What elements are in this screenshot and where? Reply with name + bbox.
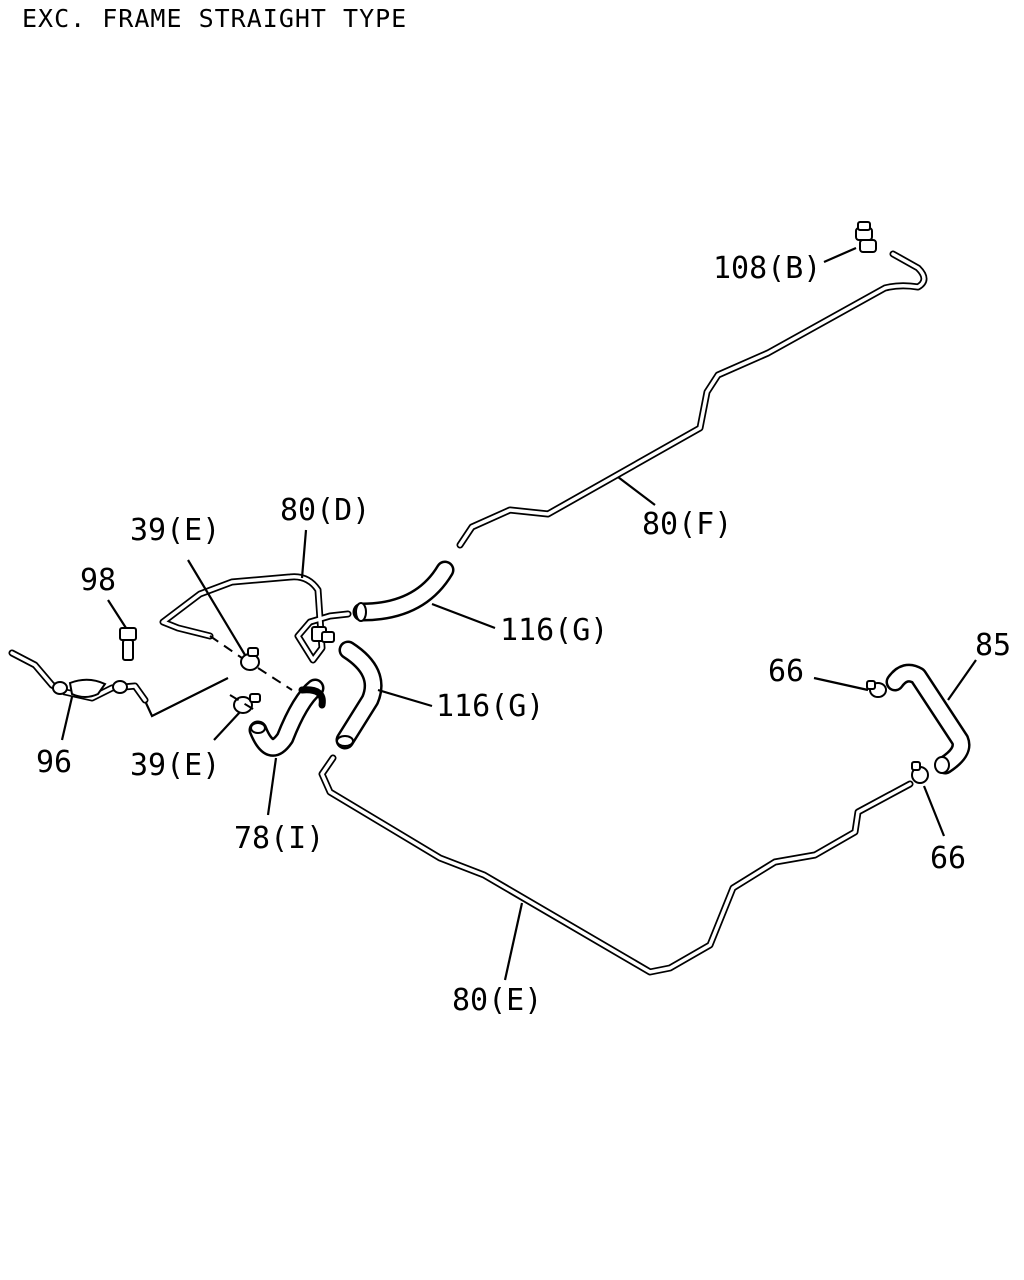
callout-80e: 80(E) bbox=[452, 983, 542, 1018]
callout-80f: 80(F) bbox=[642, 507, 732, 542]
callout-98: 98 bbox=[80, 563, 116, 598]
bolt-98[interactable] bbox=[119, 627, 137, 661]
callout-66-left: 66 bbox=[768, 654, 804, 689]
callout-39e-bottom: 39(E) bbox=[130, 748, 220, 783]
pipe-80f[interactable] bbox=[456, 250, 928, 549]
pipe-96[interactable] bbox=[8, 649, 149, 704]
pipe-80e[interactable] bbox=[318, 754, 914, 976]
callout-108b: 108(B) bbox=[713, 251, 821, 286]
leader-lines bbox=[60, 246, 977, 981]
callout-85: 85 bbox=[975, 628, 1011, 663]
callout-80d: 80(D) bbox=[280, 493, 370, 528]
callout-96: 96 bbox=[36, 745, 72, 780]
callout-39e-top: 39(E) bbox=[130, 513, 220, 548]
clip-108b[interactable] bbox=[855, 221, 877, 253]
hose-85[interactable] bbox=[885, 663, 971, 775]
assembly-lines bbox=[139, 635, 293, 718]
pipe-80d[interactable] bbox=[159, 573, 352, 664]
hose-78i[interactable] bbox=[248, 678, 326, 757]
clamp-39e-bottom[interactable] bbox=[233, 693, 261, 714]
hose-116g-middle[interactable] bbox=[335, 640, 383, 750]
connector-80d bbox=[311, 626, 335, 643]
page-title: EXC. FRAME STRAIGHT TYPE bbox=[22, 4, 408, 33]
callout-116g-top: 116(G) bbox=[500, 613, 608, 648]
callout-66-right: 66 bbox=[930, 841, 966, 876]
clamp-66-right[interactable] bbox=[911, 761, 929, 784]
callout-116g-mid: 116(G) bbox=[436, 689, 544, 724]
hose-116g-upper[interactable] bbox=[352, 560, 455, 622]
callout-78i: 78(I) bbox=[234, 821, 324, 856]
clamp-39e-top[interactable] bbox=[240, 647, 260, 671]
clamp-66-left[interactable] bbox=[866, 680, 887, 698]
